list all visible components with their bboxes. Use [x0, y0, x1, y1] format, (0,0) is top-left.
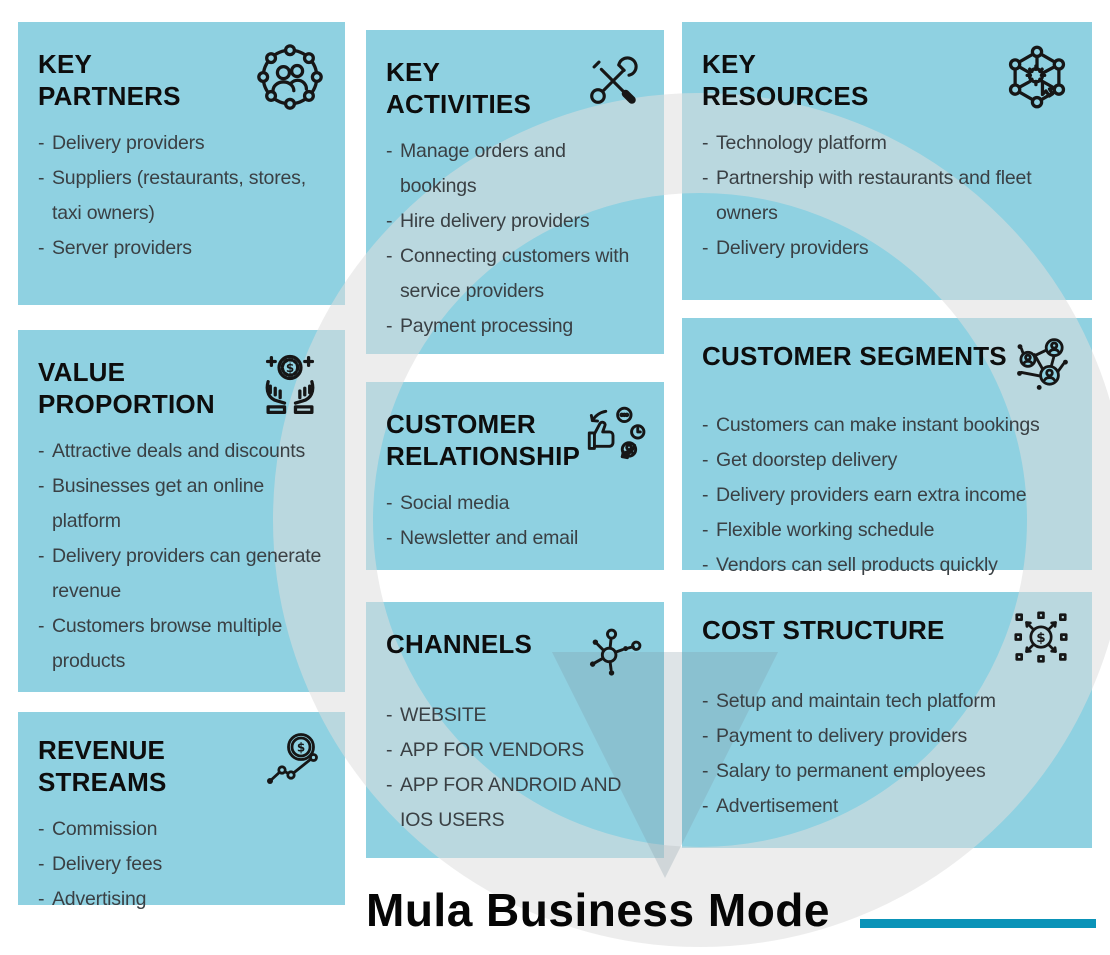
value-proportion-heading: VALUE PROPORTION — [38, 357, 215, 419]
customer-segments-list: Customers can make instant bookingsGet d… — [702, 408, 1072, 583]
list-item: Social media — [386, 486, 644, 521]
list-item: Businesses get an online platform — [38, 469, 325, 539]
revenue-streams-list: CommissionDelivery feesAdvertising — [38, 812, 325, 917]
list-item: Advertising — [38, 882, 325, 917]
key-activities-card: KEY ACTIVITIES Manage orders and booking… — [366, 30, 664, 354]
list-item: Server providers — [38, 231, 325, 266]
svg-text:$: $ — [286, 361, 294, 375]
list-item: Suppliers (restaurants, stores, taxi own… — [38, 161, 325, 231]
key-resources-heading: KEY RESOURCES — [702, 49, 869, 111]
key-partners-list: Delivery providersSuppliers (restaurants… — [38, 126, 325, 266]
list-item: Commission — [38, 812, 325, 847]
list-item: Attractive deals and discounts — [38, 434, 325, 469]
cost-structure-heading: COST STRUCTURE — [702, 615, 945, 645]
revenue-streams-card: REVENUE STREAMS $ CommissionDelivery fee… — [18, 712, 345, 917]
channels-heading: CHANNELS — [386, 629, 533, 659]
key-activities-list: Manage orders and bookingsHire delivery … — [386, 134, 644, 344]
list-item: Salary to permanent employees — [702, 754, 1072, 789]
list-item: Delivery providers — [702, 231, 1072, 266]
list-item: WEBSITE — [386, 698, 644, 733]
list-item: Delivery providers — [38, 126, 325, 161]
key-partners-heading: KEY PARTNERS — [38, 49, 181, 111]
feedback-loop-icon — [580, 402, 646, 468]
cost-spread-icon: $ — [1010, 608, 1072, 670]
user-segments-icon — [1012, 334, 1072, 394]
title-underline — [860, 919, 1096, 928]
list-item: Customers can make instant bookings — [702, 408, 1072, 443]
list-item: Setup and maintain tech platform — [702, 684, 1072, 719]
page-title: Mula Business Mode — [366, 884, 830, 936]
channels-card: CHANNELS WEBSITEAPP FOR VENDORSAPP FOR A… — [366, 602, 664, 858]
revenue-streams-heading: REVENUE STREAMS — [38, 735, 167, 797]
key-resources-list: Technology platformPartnership with rest… — [702, 126, 1072, 266]
list-item: Advertisement — [702, 789, 1072, 824]
list-item: Payment processing — [386, 309, 644, 344]
list-item: APP FOR ANDROID AND IOS USERS — [386, 768, 644, 838]
customer-relationship-list: Social mediaNewsletter and email — [386, 486, 644, 556]
list-item: APP FOR VENDORS — [386, 733, 644, 768]
key-activities-heading: KEY ACTIVITIES — [386, 57, 532, 119]
customer-relationship-card: CUSTOMER RELATIONSHIP Social mediaNewsle… — [366, 382, 664, 570]
customer-relationship-heading: CUSTOMER RELATIONSHIP — [386, 409, 581, 471]
cost-structure-card: COST STRUCTURE $ Setup and main — [682, 592, 1092, 848]
value-proportion-card: VALUE PROPORTION $ Attractive d — [18, 330, 345, 692]
svg-text:$: $ — [1036, 630, 1045, 646]
network-node-icon — [582, 622, 644, 684]
key-resources-card: KEY RESOURCES Technology platf — [682, 22, 1092, 300]
hands-coin-icon: $ — [255, 350, 325, 420]
list-item: Technology platform — [702, 126, 1072, 161]
list-item: Vendors can sell products quickly — [702, 548, 1072, 583]
list-item: Delivery providers earn extra income — [702, 478, 1072, 513]
list-item: Flexible working schedule — [702, 513, 1072, 548]
list-item: Delivery providers can generate revenue — [38, 539, 325, 609]
list-item: Payment to delivery providers — [702, 719, 1072, 754]
svg-text:$: $ — [297, 741, 305, 755]
value-proportion-list: Attractive deals and discountsBusinesses… — [38, 434, 325, 679]
network-gear-icon — [1002, 42, 1072, 112]
list-item: Customers browse multiple products — [38, 609, 325, 679]
key-partners-card: KEY PARTNERS Delivery providersSuppliers… — [18, 22, 345, 305]
list-item: Hire delivery providers — [386, 204, 644, 239]
list-item: Delivery fees — [38, 847, 325, 882]
cost-structure-list: Setup and maintain tech platformPayment … — [702, 684, 1072, 824]
tools-icon — [582, 50, 644, 112]
list-item: Connecting customers with service provid… — [386, 239, 644, 309]
coin-graph-icon: $ — [261, 728, 325, 792]
list-item: Get doorstep delivery — [702, 443, 1072, 478]
list-item: Newsletter and email — [386, 521, 644, 556]
channels-list: WEBSITEAPP FOR VENDORSAPP FOR ANDROID AN… — [386, 698, 644, 838]
list-item: Partnership with restaurants and fleet o… — [702, 161, 1072, 231]
customer-segments-heading: CUSTOMER SEGMENTS — [702, 341, 1007, 371]
list-item: Manage orders and bookings — [386, 134, 644, 204]
team-network-icon — [255, 42, 325, 112]
customer-segments-card: CUSTOMER SEGMENTS Customers ca — [682, 318, 1092, 583]
